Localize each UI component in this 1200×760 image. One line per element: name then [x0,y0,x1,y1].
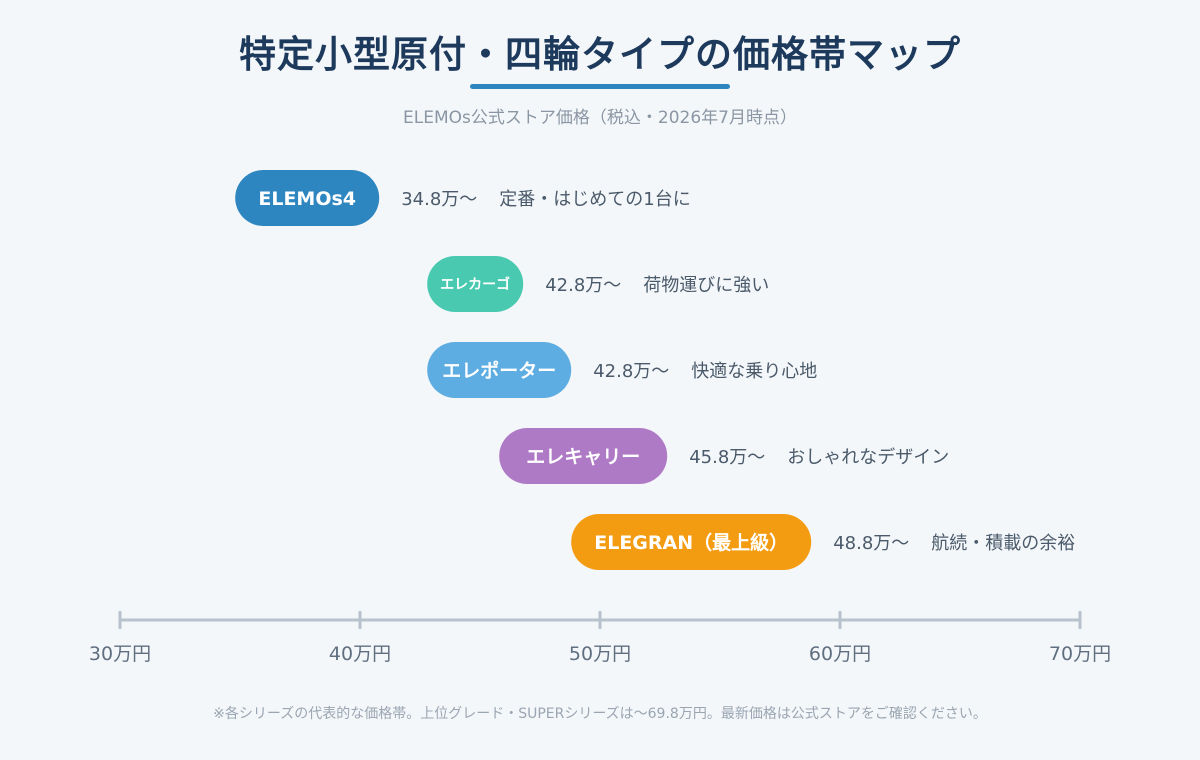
price-label: 34.8万〜定番・はじめての1台に [401,189,691,210]
price-label: 42.8万〜快適な乗り心地 [593,361,817,382]
bar-label: エレポーター [442,359,556,382]
chart-subtitle: ELEMOs公式ストア価格（税込・2026年7月時点） [403,108,797,128]
series-row: エレカーゴ 42.8万〜荷物運びに強い [427,256,769,312]
price-label: 45.8万〜おしゃれなデザイン [689,447,949,468]
price-label: 48.8万〜航続・積載の余裕 [833,533,1075,554]
range-bar [427,256,524,312]
range-bar [499,428,668,484]
bar-label: エレカーゴ [440,276,510,293]
bar-label: ELEMOs4 [258,188,356,210]
series-row: エレキャリー 45.8万〜おしゃれなデザイン [499,428,949,484]
series-row: ELEGRAN（最上級） 48.8万〜航続・積載の余裕 [571,514,1075,570]
range-bar [235,170,380,226]
x-axis-tick-label: 30万円 [89,643,151,665]
bar-label: エレキャリー [526,446,640,468]
x-axis-tick-label: 60万円 [809,643,871,665]
range-bar [571,514,812,570]
x-axis-tick-label: 70万円 [1049,643,1111,665]
series-row: エレポーター 42.8万〜快適な乗り心地 [427,342,817,398]
series-row: ELEMOs4 34.8万〜定番・はじめての1台に [235,170,691,226]
x-axis-tick-label: 40万円 [329,643,391,665]
chart-title: 特定小型原付・四輪タイプの価格帯マップ [239,33,961,76]
range-bar [427,342,572,398]
footnote: ※各シリーズの代表的な価格帯。上位グレード・SUPERシリーズは〜69.8万円。… [213,706,987,722]
price-label: 42.8万〜荷物運びに強い [545,275,769,296]
x-axis-tick-label: 50万円 [569,643,631,665]
bar-label: ELEGRAN（最上級） [594,531,788,554]
title-underline [470,84,730,89]
